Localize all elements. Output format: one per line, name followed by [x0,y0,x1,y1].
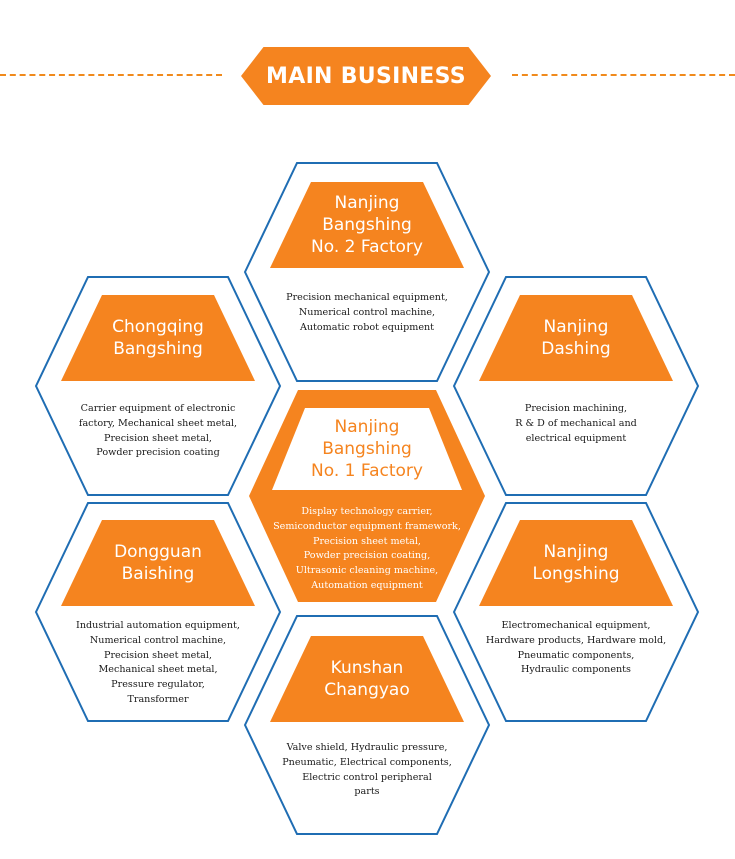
factory-description-line: Ultrasonic cleaning machine, [295,565,439,577]
factory-description-line: Transformer [127,693,189,705]
factory-description-line: Pressure regulator, [111,679,205,691]
title-banner [270,636,464,722]
title-banner [479,520,673,606]
factory-description-line: Electric control peripheral [302,771,432,783]
factory-description-line: electrical equipment [525,432,627,444]
factory-description-line: Pneumatic, Electrical components, [282,756,452,768]
factory-description-line: Automatic robot equipment [299,321,435,333]
section-title-badge: MAIN BUSINESS [241,47,491,105]
factory-title-line: Dashing [541,339,611,359]
factory-description-line: Precision sheet metal, [104,649,212,661]
factory-description-dongguan-baishing: Industrial automation equipment, Numerica… [48,619,268,708]
factory-hexagon-nanjing-longshing [452,502,700,722]
factory-description-line: R & D of mechanical and [515,417,637,429]
factory-description-line: Precision sheet metal, [313,535,421,547]
factory-title-line: Nanjing [543,542,609,562]
factory-hexagon-nanjing-bangshing-2 [243,162,491,382]
title-banner [61,295,255,381]
factory-description-line: Numerical control machine, [298,306,436,318]
factory-title-line: No. 2 Factory [311,237,423,257]
factory-title-line: Longshing [532,564,620,584]
factory-title-line: Bangshing [322,439,412,459]
factory-description-line: Precision mechanical equipment, [286,292,448,303]
header-divider-left [0,74,222,76]
factory-hexagon-nanjing-bangshing-1 [249,390,485,602]
factory-description-line: Industrial automation equipment, [76,620,240,631]
header-divider-right [512,74,735,76]
title-banner [270,182,464,268]
factory-description-line: parts [354,786,380,798]
factory-description-line: Valve shield, Hydraulic pressure, [286,742,448,753]
factory-description-line: Mechanical sheet metal, [98,664,218,676]
factory-title-line: No. 1 Factory [311,461,423,481]
factory-title-line: Nanjing [334,417,400,437]
title-banner [61,520,255,606]
factory-hexagon-chongqing-bangshing [34,276,282,496]
factory-title-line: Kunshan [330,658,404,678]
factory-description-line: Powder precision coating, [303,550,431,562]
factory-description-line: Semiconductor equipment framework, [273,520,461,532]
factory-description-line: Powder precision coating [96,447,220,459]
factory-description-line: Carrier equipment of electronic [80,403,236,414]
factory-description-line: Hydraulic components [521,664,631,676]
factory-hexagon-nanjing-dashing [452,276,700,496]
factory-title-line: Dongguan [114,542,202,562]
factory-description-nanjing-dashing: Precision machining, R & D of mechanical … [466,402,686,446]
factory-description-nanjing-longshing: Electromechanical equipment, Hardware pro… [466,619,686,678]
factory-description-line: factory, Mechanical sheet metal, [78,417,238,429]
factory-description-line: Electromechanical equipment, [501,620,651,631]
title-banner [272,408,462,490]
factory-title-line: Nanjing [334,193,400,213]
factory-description-chongqing-bangshing: Carrier equipment of electronic factory, … [48,402,268,461]
section-title: MAIN BUSINESS [266,63,466,89]
factory-title-line: Bangshing [322,215,412,235]
factory-hexagon-kunshan-changyao [243,615,491,835]
factory-title-line: Bangshing [113,339,203,359]
factory-title-line: Baishing [121,564,195,584]
factory-title-line: Nanjing [543,317,609,337]
factory-description-kunshan-changyao: Valve shield, Hydraulic pressure, Pneumat… [257,741,477,800]
factory-description-line: Precision sheet metal, [104,432,212,444]
factory-description-line: Precision machining, [524,403,628,414]
factory-hexagon-dongguan-baishing [34,502,282,722]
factory-description-line: Numerical control machine, [89,634,227,646]
factory-description-line: Automation equipment [311,579,423,591]
factory-description-line: Display technology carrier, [301,506,433,517]
factory-title-line: Chongqing [112,317,204,337]
title-banner [479,295,673,381]
factory-description-nanjing-bangshing-2: Precision mechanical equipment, Numerical… [257,291,477,335]
factory-description-line: Pneumatic components, [517,649,635,661]
factory-title-line: Changyao [324,680,410,700]
factory-description-nanjing-bangshing-1: Display technology carrier, Semiconductor… [257,505,477,594]
factory-description-line: Hardware products, Hardware mold, [485,634,667,646]
